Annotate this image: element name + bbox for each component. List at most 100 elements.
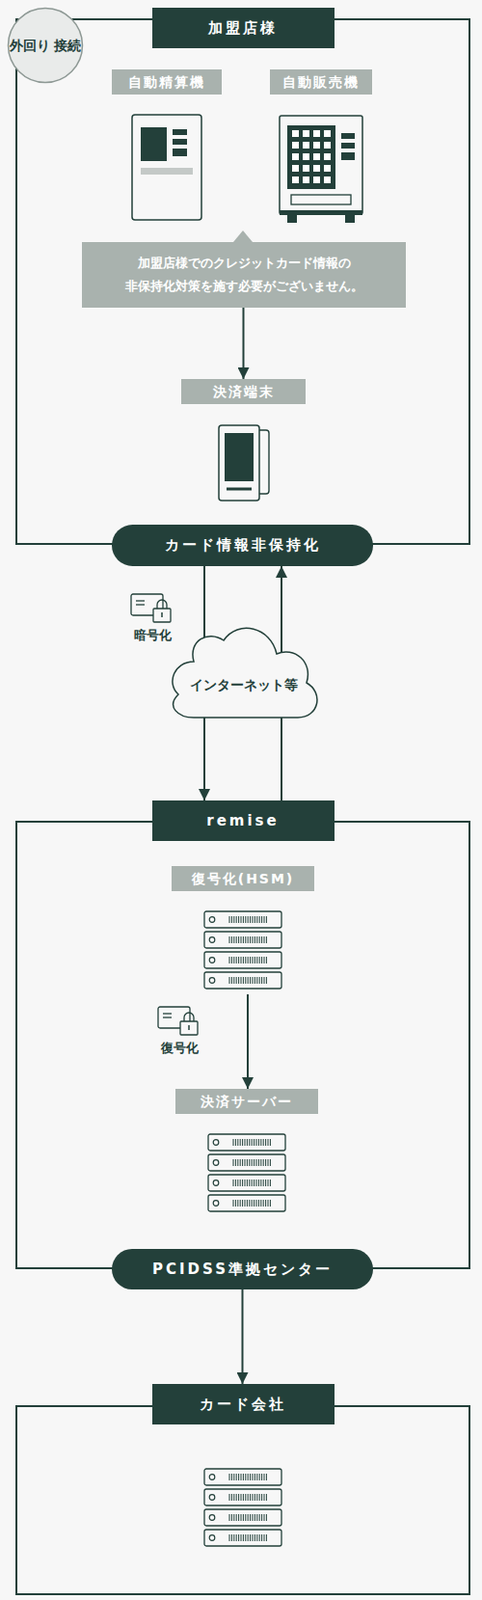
icon-part	[236, 1472, 238, 1480]
icon-part	[135, 599, 145, 601]
icon-part	[204, 1488, 282, 1505]
icon-part	[247, 976, 249, 984]
icon-part	[265, 1178, 267, 1186]
icon-part	[241, 1533, 242, 1541]
icon-part	[251, 1199, 253, 1206]
icon-part	[229, 956, 231, 964]
icon-part	[229, 1472, 231, 1480]
icon-part	[244, 936, 246, 943]
cloud-shape	[172, 627, 318, 718]
status-band: カード情報非保持化	[111, 524, 374, 566]
icon-part	[233, 1493, 235, 1500]
icon-part	[233, 1199, 235, 1206]
icon-part	[249, 1472, 251, 1480]
kiosk-icon	[131, 113, 203, 222]
icon-part	[233, 1513, 235, 1521]
icon-part	[236, 976, 238, 984]
icon-part	[261, 976, 263, 984]
icon-part	[252, 1493, 254, 1500]
icon-part	[264, 915, 266, 923]
icon-part	[231, 1493, 233, 1500]
icon-part	[244, 1493, 246, 1500]
icon-holder	[111, 113, 222, 222]
icon-part	[256, 1178, 258, 1186]
cloud-text-holder: インターネット等	[162, 672, 325, 697]
icon-part	[208, 1133, 286, 1151]
icon-part	[287, 125, 336, 189]
icon-part	[213, 1179, 219, 1186]
icon-part	[264, 1472, 266, 1480]
icon-part	[267, 1178, 269, 1186]
icon-part	[184, 1012, 194, 1021]
section-box: 加盟店様自動精算機自動販売機加盟店様でのクレジットカード情報の 非保持化対策を施…	[15, 7, 471, 545]
icon-part	[231, 956, 233, 964]
icon-part	[162, 1016, 172, 1018]
equipment-node: 決済端末	[181, 378, 306, 508]
cloud-label: インターネット等	[162, 672, 325, 697]
icon-part	[313, 141, 321, 149]
icon-part	[247, 1533, 249, 1541]
section-title: 加盟店様	[208, 19, 278, 38]
icon-part	[287, 214, 297, 223]
icon-part	[238, 1493, 240, 1500]
badge-text: 外回り 接続	[9, 36, 82, 55]
icon-part	[229, 1513, 231, 1521]
icon-part	[256, 1513, 258, 1521]
icon-part	[256, 1138, 258, 1146]
icon-part	[345, 214, 355, 223]
icon-part	[341, 152, 355, 161]
icon-part	[254, 1493, 256, 1500]
icon-part	[292, 141, 299, 149]
icon-part	[263, 1138, 265, 1146]
icon-part	[265, 1138, 267, 1146]
icon-part	[244, 1199, 246, 1206]
callout-pointer-shape	[233, 230, 253, 242]
icon-part	[323, 130, 331, 137]
icon-part	[266, 1533, 268, 1541]
icon-part	[249, 1513, 251, 1521]
status-band: PCIDSS準拠センター	[111, 1248, 374, 1289]
icon-part	[264, 1513, 266, 1521]
icon-part	[259, 1493, 261, 1500]
icon-part	[292, 153, 299, 161]
icon-part	[256, 1493, 258, 1500]
cloud-outline	[162, 616, 325, 723]
badge-circle-shape	[8, 8, 83, 83]
icon-part	[254, 1472, 256, 1480]
icon-part	[209, 977, 215, 984]
icon-part	[252, 1513, 254, 1521]
icon-part	[252, 956, 254, 964]
icon-part	[218, 425, 260, 501]
icon-part	[269, 1158, 271, 1166]
label-band: 自動精算機	[111, 69, 222, 95]
icon-part	[226, 487, 252, 491]
icon-part	[252, 915, 254, 923]
icon-part	[248, 1158, 250, 1166]
edge-label: 復号化	[152, 1039, 207, 1057]
icon-part	[244, 1138, 246, 1146]
icon-part	[241, 1493, 242, 1500]
icon-part	[259, 1513, 261, 1521]
icon-part	[251, 1138, 253, 1146]
callout-text: 加盟店様でのクレジットカード情報の 非保持化対策を施す必要がございません。	[97, 251, 391, 298]
icon-holder	[269, 113, 373, 226]
icon-part	[240, 1178, 241, 1186]
icon-part	[292, 176, 299, 184]
flow-arrow	[241, 1288, 244, 1384]
icon-part	[231, 1472, 233, 1480]
icon-part	[204, 931, 282, 948]
icon-part	[236, 915, 238, 923]
icon-part	[253, 1178, 255, 1186]
icon-part	[241, 1472, 242, 1480]
icon-part	[231, 1513, 233, 1521]
icon-part	[256, 1158, 258, 1166]
icon-part	[264, 976, 266, 984]
icon-part	[204, 1508, 282, 1526]
icon-part	[213, 1200, 219, 1206]
icon-part	[132, 114, 202, 220]
icon-part	[292, 130, 299, 137]
icon-part	[264, 1493, 266, 1500]
icon-part	[237, 1158, 239, 1166]
icon-part	[213, 1139, 219, 1146]
